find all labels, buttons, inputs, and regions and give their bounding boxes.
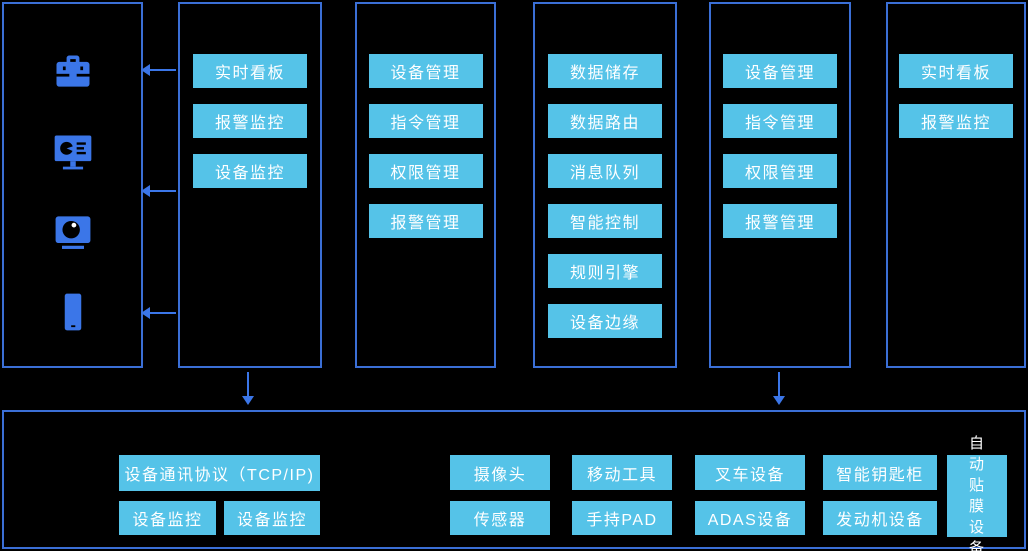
node-sensor: 传感器: [450, 501, 550, 535]
node-realtime-dashboard: 实时看板: [193, 54, 307, 88]
smartphone-icon: [51, 290, 95, 334]
node-device-monitoring: 设备监控: [193, 154, 307, 188]
monitor-chart-icon: [51, 130, 95, 174]
node-auto-film-device-label: 自动贴膜设备: [968, 435, 985, 551]
panel-monitoring-app: 实时看板 报警监控 设备监控: [178, 2, 322, 368]
panel-dashboard-right: 实时看板 报警监控: [886, 2, 1026, 368]
node-device-management: 设备管理: [368, 54, 483, 88]
node-data-routing: 数据路由: [548, 104, 662, 138]
node-auto-film-device: 自动贴膜设备: [947, 435, 1007, 551]
node-mobile-tool: 移动工具: [572, 455, 672, 490]
node-command-management: 指令管理: [368, 104, 483, 138]
node-device-management: 设备管理: [723, 54, 837, 88]
node-alarm-monitoring: 报警监控: [899, 104, 1013, 138]
node-alarm-management: 报警管理: [368, 204, 483, 238]
node-protocol-tcpip: 设备通讯协议（TCP/IP): [119, 455, 320, 491]
arrow-left-icon: [141, 307, 176, 319]
node-device-edge: 设备边缘: [548, 304, 662, 338]
node-data-storage: 数据储存: [548, 54, 662, 88]
node-rule-engine: 规则引擎: [548, 254, 662, 288]
node-intelligent-control: 智能控制: [548, 204, 662, 238]
node-message-queue: 消息队列: [548, 154, 662, 188]
node-engine-device: 发动机设备: [823, 501, 937, 535]
node-device-monitoring: 设备监控: [119, 501, 216, 535]
panel-management-left: 设备管理 指令管理 权限管理 报警管理: [355, 2, 496, 368]
node-adas-device: ADAS设备: [695, 501, 805, 535]
node-permission-management: 权限管理: [368, 154, 483, 188]
node-permission-management: 权限管理: [723, 154, 837, 188]
panel-devices: 设备通讯协议（TCP/IP) 设备监控 设备监控 摄像头 移动工具 叉车设备 智…: [2, 410, 1026, 551]
node-device-monitoring: 设备监控: [224, 501, 320, 535]
node-alarm-monitoring: 报警监控: [193, 104, 307, 138]
toolbox-icon: [51, 50, 95, 94]
node-camera: 摄像头: [450, 455, 550, 490]
node-command-management: 指令管理: [723, 104, 837, 138]
arrow-down-icon: [773, 372, 785, 405]
arrow-left-icon: [141, 64, 176, 76]
camera-icon: [51, 210, 95, 254]
node-realtime-dashboard: 实时看板: [899, 54, 1013, 88]
node-handheld-pad: 手持PAD: [572, 501, 672, 535]
arrow-left-icon: [141, 185, 176, 197]
panel-management-right: 设备管理 指令管理 权限管理 报警管理: [709, 2, 851, 368]
panel-core-platform: 数据储存 数据路由 消息队列 智能控制 规则引擎 设备边缘: [533, 2, 677, 368]
arrow-down-icon: [242, 372, 254, 405]
panel-client-icons: [2, 2, 143, 368]
node-forklift-device: 叉车设备: [695, 455, 805, 490]
node-smart-key-cabinet: 智能钥匙柜: [823, 455, 937, 490]
node-alarm-management: 报警管理: [723, 204, 837, 238]
